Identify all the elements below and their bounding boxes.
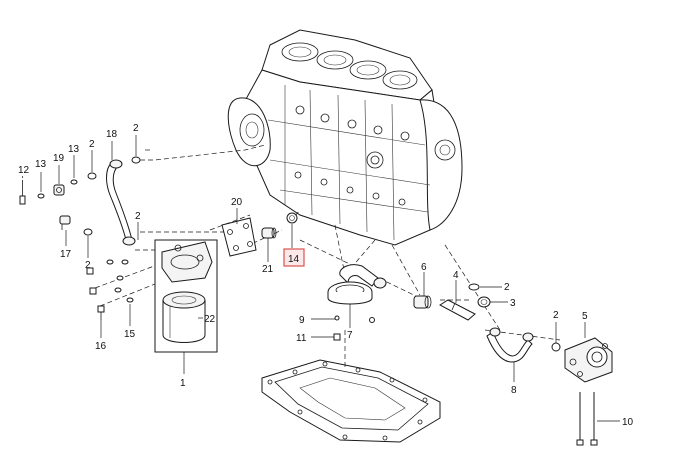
part-21-plug — [261, 227, 277, 239]
callout-labels: 1 12 13 19 13 2 18 2 17 2 2 20 21 14 22 … — [18, 123, 634, 428]
callout-6: 6 — [421, 262, 427, 273]
callout-2-e: 2 — [504, 282, 510, 293]
part-3-oring — [477, 296, 491, 308]
callout-7: 7 — [347, 330, 353, 341]
callout-2-f: 2 — [553, 310, 559, 321]
callout-2-c: 2 — [85, 260, 91, 271]
callout-14: 14 — [288, 254, 300, 265]
part-14-oring — [286, 212, 298, 224]
small-hardware-center — [333, 315, 375, 341]
callout-18: 18 — [106, 129, 118, 140]
callout-4: 4 — [453, 270, 459, 281]
leader-lines — [22, 135, 620, 422]
callout-21: 21 — [262, 264, 274, 275]
callout-9: 9 — [299, 315, 305, 326]
callout-22: 22 — [204, 314, 216, 325]
part-18-oil-pipe — [106, 159, 136, 246]
callout-11: 11 — [296, 333, 307, 344]
callout-16: 16 — [95, 341, 107, 352]
engine-block — [227, 29, 463, 246]
callout-3: 3 — [510, 298, 516, 309]
callout-1: 1 — [180, 378, 186, 389]
part-7-oil-pickup — [327, 264, 387, 305]
callout-10: 10 — [622, 417, 634, 428]
callout-2-a: 2 — [89, 139, 95, 150]
callout-13-right: 13 — [68, 144, 80, 155]
callout-5: 5 — [582, 311, 588, 322]
part-2-oring-right — [468, 283, 480, 291]
callout-2-b: 2 — [133, 123, 139, 134]
part-8-oil-pipe — [486, 327, 534, 363]
part-6-fitting — [413, 295, 432, 309]
part-5-oil-pump — [564, 337, 613, 383]
part-10-bolts — [576, 392, 598, 446]
part-2-oring-pump — [551, 342, 561, 352]
callout-20: 20 — [231, 197, 243, 208]
part-4-shaft — [439, 299, 476, 321]
callout-17: 17 — [60, 249, 72, 260]
part-1-oil-filter-assembly — [154, 239, 218, 353]
callout-14-highlight — [283, 248, 305, 267]
oil-pan — [261, 359, 441, 443]
small-hardware-left — [19, 156, 141, 320]
callout-8: 8 — [511, 385, 517, 396]
callout-15: 15 — [124, 329, 136, 340]
part-20-gasket — [221, 217, 257, 257]
callout-19: 19 — [53, 153, 65, 164]
callout-12: 12 — [18, 165, 30, 176]
callout-2-d: 2 — [135, 211, 141, 222]
callout-13-left: 13 — [35, 159, 47, 170]
